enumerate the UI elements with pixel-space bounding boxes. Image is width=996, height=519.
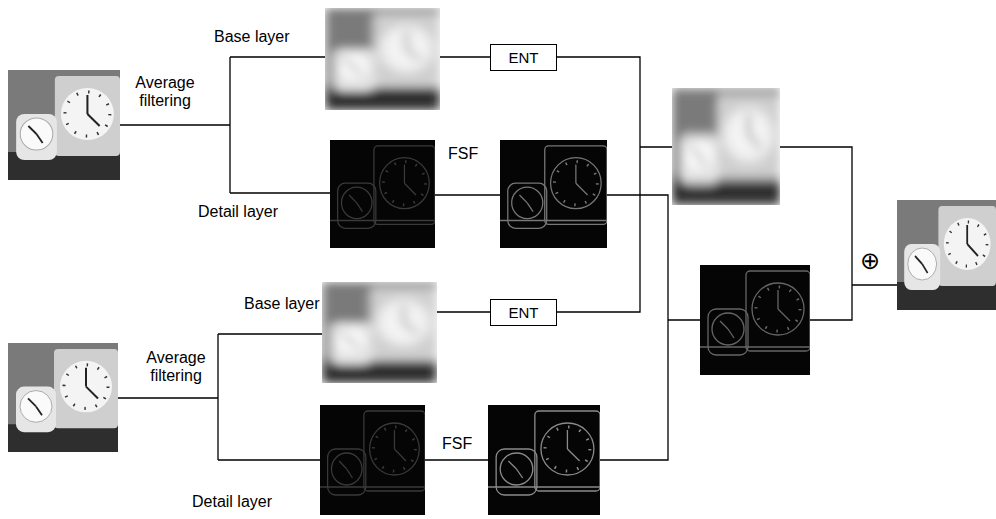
operator-symbol: ⊕ [860,247,880,275]
layer-label: Base layer [244,295,320,313]
layer-label: Detail layer [192,493,272,511]
box-text: ENT [509,49,539,66]
process-box: ENT [490,299,557,326]
step-label: FSF [442,435,472,453]
detail-layer-image [330,140,435,248]
step-label: FSF [448,145,478,163]
layer-label: Base layer [214,28,290,46]
fsf-output-image [500,140,607,248]
step-label: Average filtering [140,349,212,385]
step-label: Average filtering [122,74,208,110]
fsf-output-image [488,405,600,515]
fused-base-image [672,88,780,205]
base-layer-image [322,282,437,383]
source-image [8,70,120,180]
base-layer-image [325,8,440,110]
fused-output-image [897,200,996,310]
wires [118,57,897,460]
layer-label: Detail layer [198,203,278,221]
process-box: ENT [490,44,557,71]
detail-layer-image [320,405,425,515]
box-text: ENT [509,304,539,321]
source-image [8,343,118,452]
fused-detail-image [700,265,810,375]
